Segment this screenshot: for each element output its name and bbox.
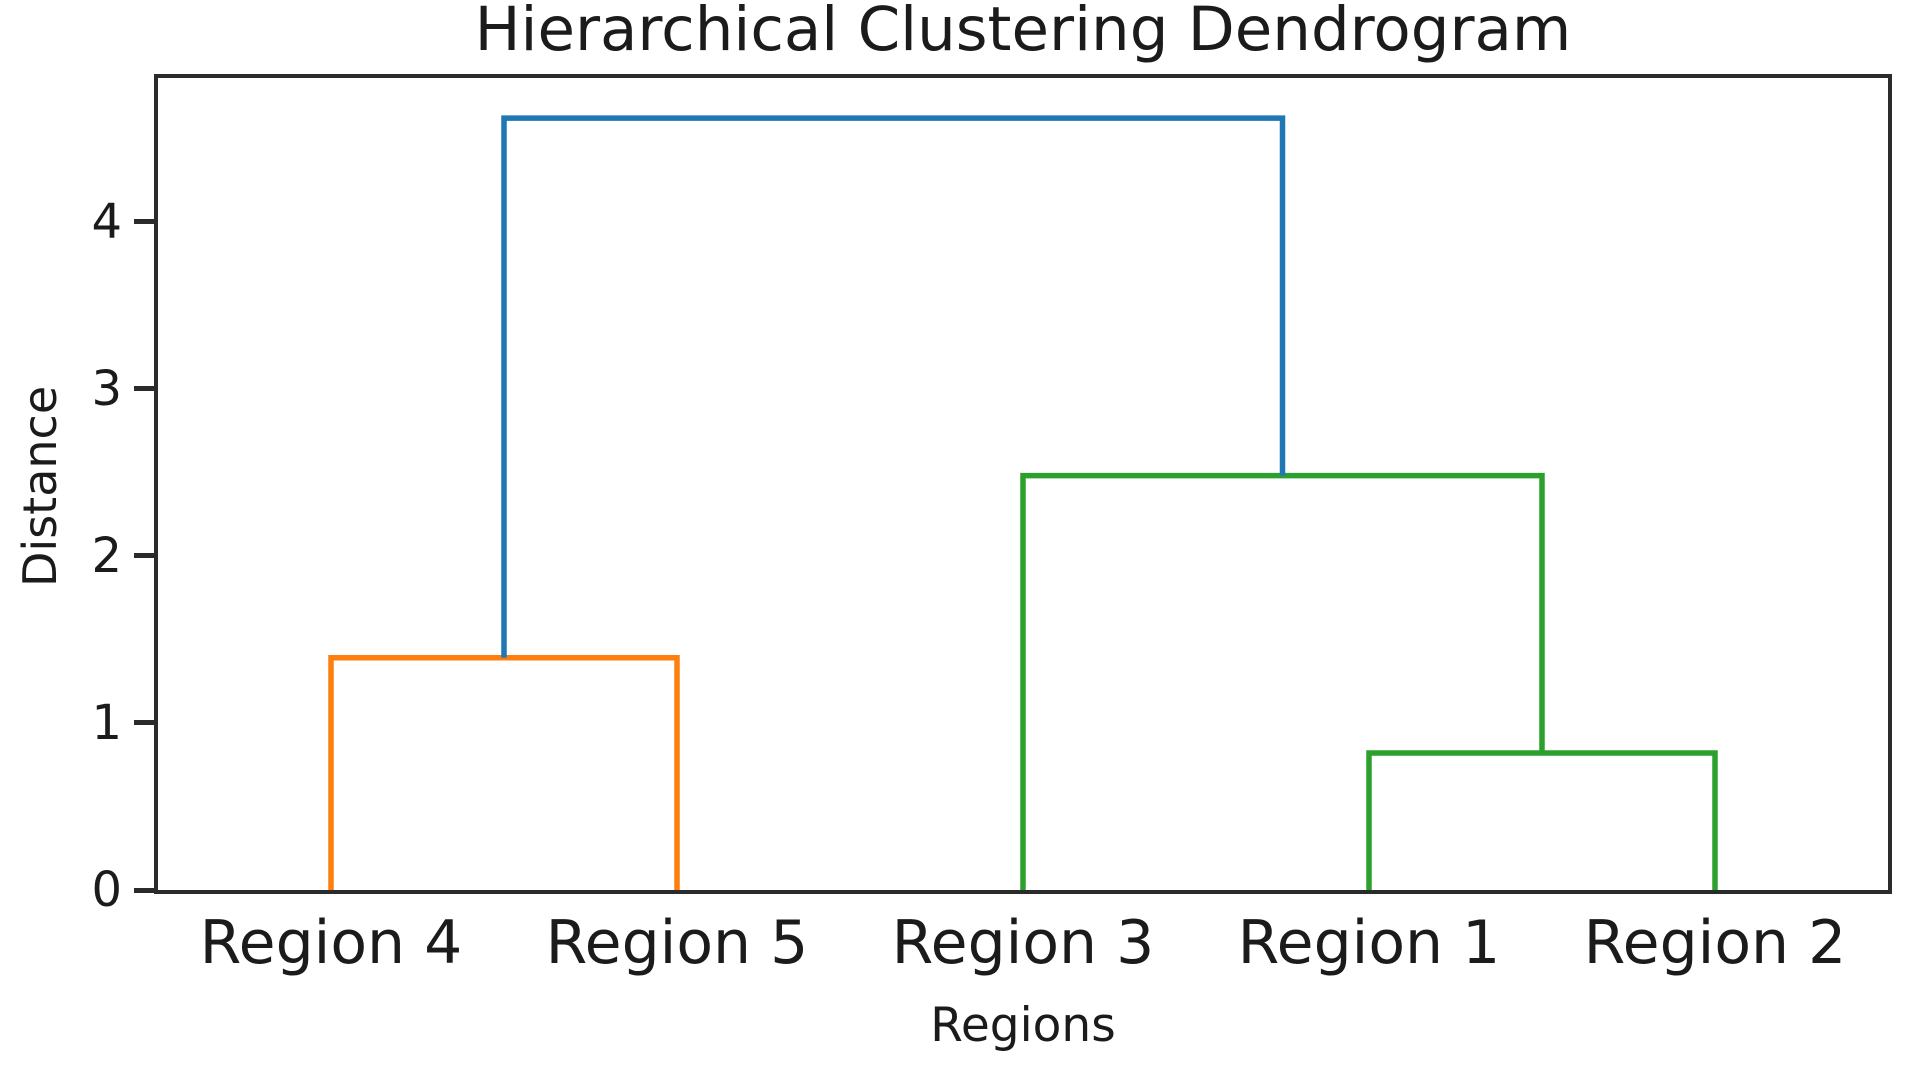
y-tick-label: 4 (91, 193, 122, 250)
x-tick-label: Region 3 (891, 908, 1155, 978)
y-tick-mark (134, 386, 156, 392)
dendrogram-link (1366, 750, 1718, 890)
dendrogram-links-canvas (328, 115, 1718, 890)
y-tick-label: 1 (91, 694, 122, 751)
x-tick-label: Region 1 (1237, 908, 1501, 978)
y-tick-mark (134, 887, 156, 893)
plot-area (154, 74, 1892, 894)
y-tick-label: 3 (91, 360, 122, 417)
chart-title: Hierarchical Clustering Dendrogram (474, 0, 1572, 65)
y-tick-label: 2 (91, 527, 122, 584)
dendrogram-link (328, 655, 680, 890)
dendrogram-link (501, 115, 1286, 658)
dendrogram-link (1020, 472, 1545, 890)
y-tick-label: 0 (91, 862, 122, 918)
x-tick-label: Region 5 (545, 908, 809, 978)
y-tick-mark (134, 219, 156, 225)
y-tick-mark (134, 553, 156, 559)
x-axis-label: Regions (930, 998, 1116, 1053)
x-tick-label: Region 2 (1583, 908, 1847, 978)
y-tick-mark (134, 720, 156, 726)
x-tick-label: Region 4 (199, 908, 463, 978)
